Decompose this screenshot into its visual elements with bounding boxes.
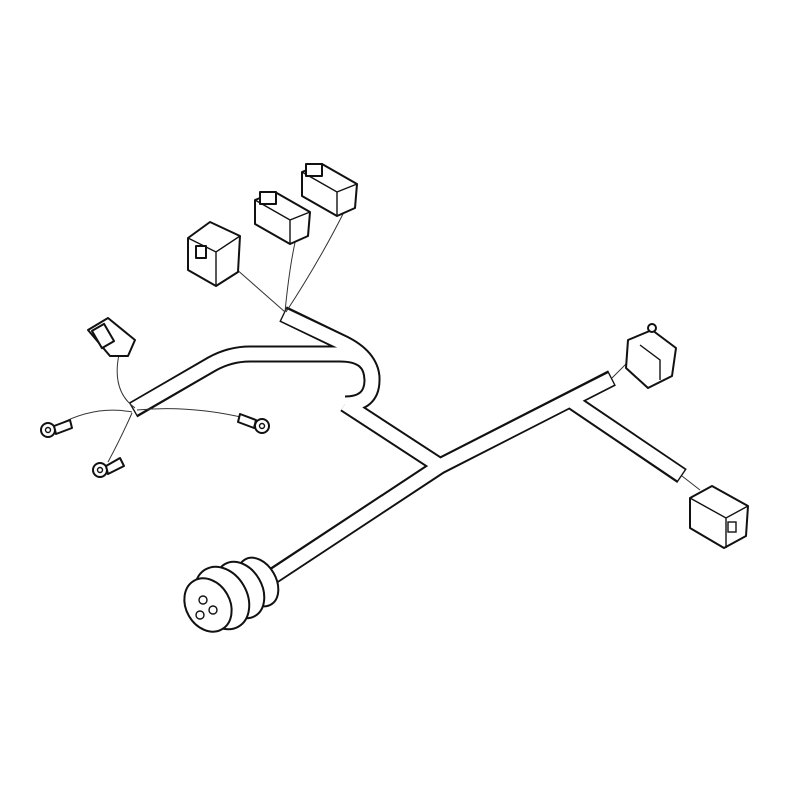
ring-terminals [40,413,270,478]
rectangular-connector [689,485,749,549]
left-plug-connector [87,317,136,357]
loose-wires [57,209,701,491]
multi-pin-connector [625,323,677,389]
round-connector [183,556,280,633]
ring-terminal [237,413,270,434]
two-pin-connector [254,191,311,245]
two-pin-connector [301,163,358,217]
ring-terminal [92,457,125,478]
ring-terminal [40,419,73,438]
relay-socket-connector [187,221,241,287]
harness-tubes [128,306,687,586]
